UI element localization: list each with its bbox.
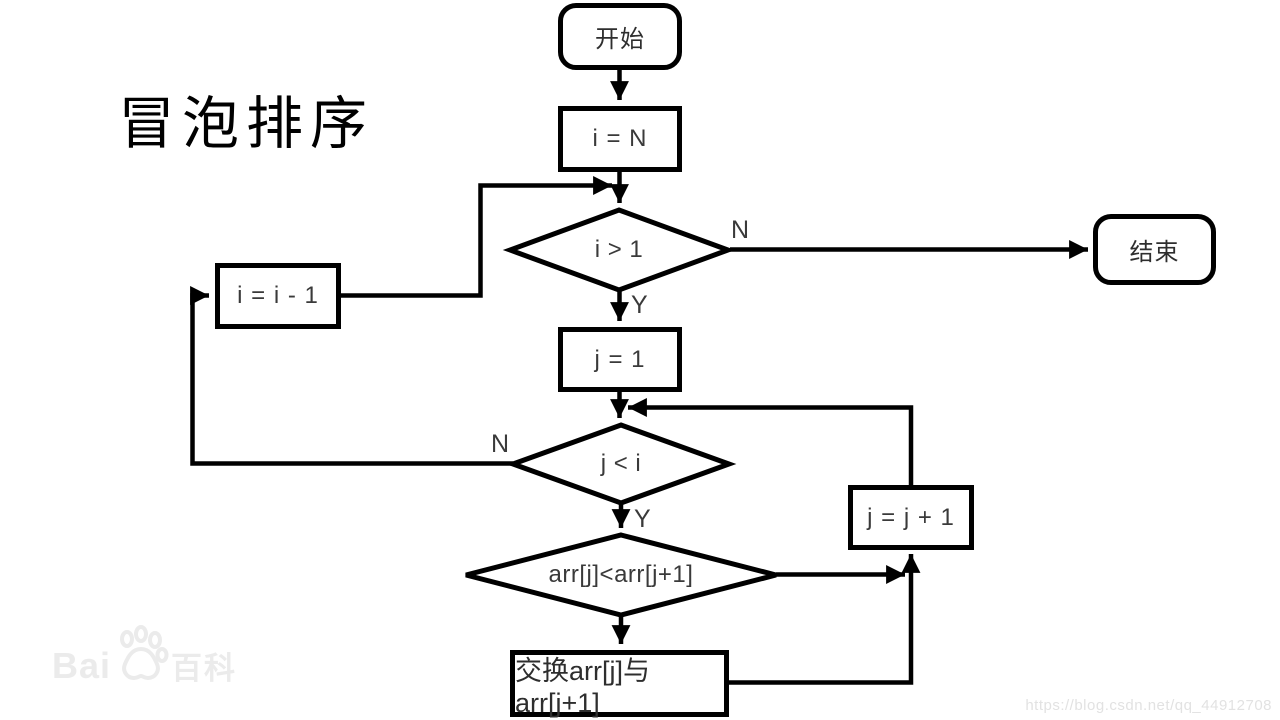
csdn-url-watermark: https://blog.csdn.net/qq_44912708 bbox=[1025, 697, 1272, 714]
node-dec-i-label: i = i - 1 bbox=[237, 282, 319, 309]
page-title: 冒泡排序 bbox=[118, 92, 374, 156]
edge-dec-i-loopback bbox=[340, 176, 612, 298]
branch-label-check-j-no: N bbox=[491, 430, 510, 458]
baidu-paw-icon bbox=[120, 624, 169, 680]
node-set-j-label: j = 1 bbox=[594, 345, 646, 373]
baike-watermark-text: 百科 bbox=[171, 651, 238, 686]
edge-check-j-no-to-dec-i bbox=[190, 286, 513, 466]
node-start-label: 开始 bbox=[595, 26, 645, 53]
edge-inc-j-loopback bbox=[628, 398, 914, 486]
node-end: 结束 bbox=[1093, 214, 1216, 285]
node-swap: 交换arr[j]与arr[j+1] bbox=[510, 650, 729, 718]
node-set-j: j = 1 bbox=[558, 327, 682, 392]
node-set-i-label: i = N bbox=[592, 125, 648, 152]
node-inc-j-label: j = j + 1 bbox=[867, 503, 955, 531]
branch-label-check-j-yes: Y bbox=[634, 505, 651, 533]
edge-swap-to-inc-j bbox=[728, 554, 921, 685]
baidu-baike-watermark: Bai 百科 bbox=[52, 624, 238, 688]
branch-label-check-i-yes: Y bbox=[631, 291, 648, 319]
baidu-watermark-text: Bai bbox=[52, 644, 112, 686]
node-set-i: i = N bbox=[558, 106, 682, 172]
node-swap-label: 交换arr[j]与arr[j+1] bbox=[515, 655, 650, 718]
diamond-check-j-label: j < i bbox=[600, 450, 642, 477]
branch-label-check-i-no: N bbox=[731, 216, 750, 244]
node-start: 开始 bbox=[558, 3, 682, 70]
node-end-label: 结束 bbox=[1129, 239, 1180, 266]
diamond-check-i-label: i > 1 bbox=[594, 236, 644, 263]
node-inc-j: j = j + 1 bbox=[848, 485, 974, 550]
node-dec-i: i = i - 1 bbox=[215, 263, 341, 329]
diamond-check-arr-label: arr[j]<arr[j+1] bbox=[548, 561, 694, 588]
